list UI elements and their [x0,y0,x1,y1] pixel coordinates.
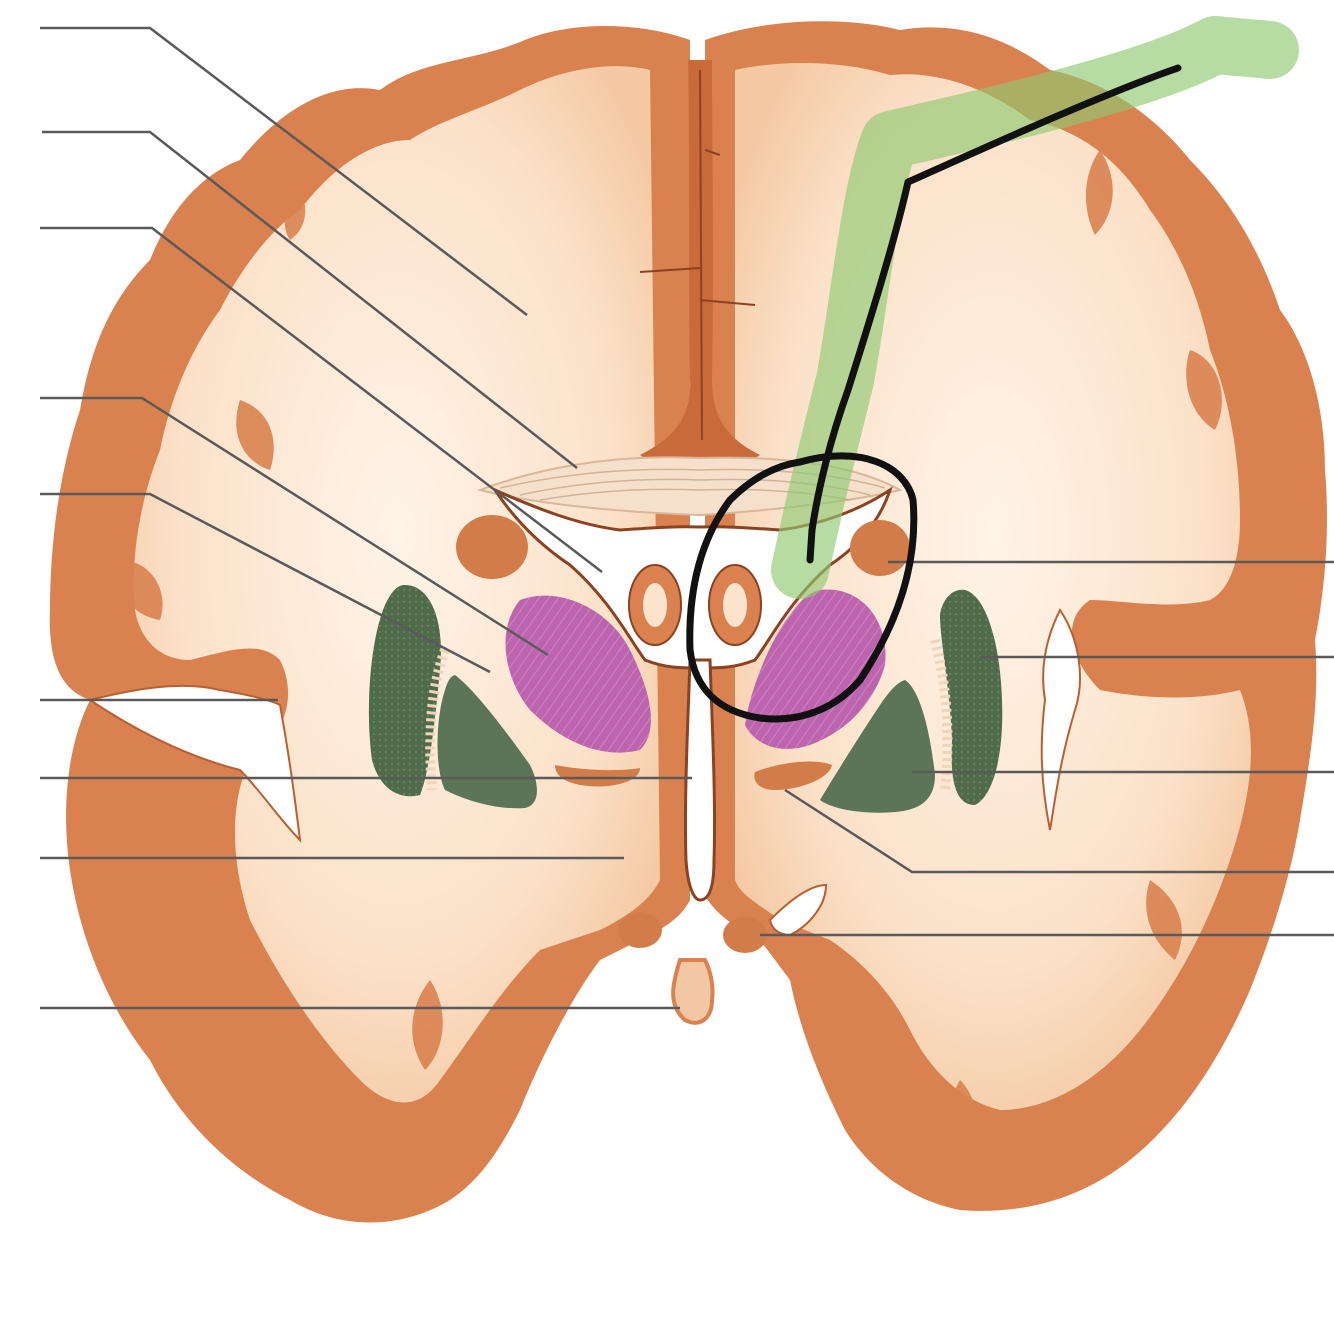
globus-pallidus-left [437,675,537,809]
left-leader-lines [40,26,692,1010]
amygdala-left [618,912,662,948]
left-lateral-sulcus [87,684,302,843]
leader-line-left-2 [42,130,578,469]
midline-sulcus-line [639,69,756,441]
leader-line-right-4 [784,788,1334,874]
thalamus-left [505,595,651,753]
globus-pallidus-right [820,680,935,813]
amygdala-right [723,917,767,953]
putamen-right [940,589,1003,805]
thalamus-right [745,589,886,749]
right-leader-lines [760,560,1334,937]
leader-line-left-5 [40,492,491,674]
infundibulum [671,958,715,1025]
subthalamic-band-left [555,765,640,787]
fornix [628,564,762,646]
longitudinal-fissure [640,60,760,467]
right-gyrus-folds [949,150,1222,1170]
right-lateral-sulcus [1040,608,1081,831]
third-ventricle [683,658,717,902]
black-pen-circle [686,452,918,723]
subthalamic-band-right [754,761,832,790]
caudate-nucleus-right [850,520,910,576]
leader-line-left-4 [40,396,549,657]
left-hemisphere [49,26,690,1223]
internal-capsule-left-stripe [425,648,450,791]
inferior-horn-right [768,883,828,937]
leader-line-left-1 [40,26,528,316]
caudate-nucleus-left [456,515,528,579]
leader-line-left-3 [40,226,603,573]
left-white-matter [133,66,660,1103]
